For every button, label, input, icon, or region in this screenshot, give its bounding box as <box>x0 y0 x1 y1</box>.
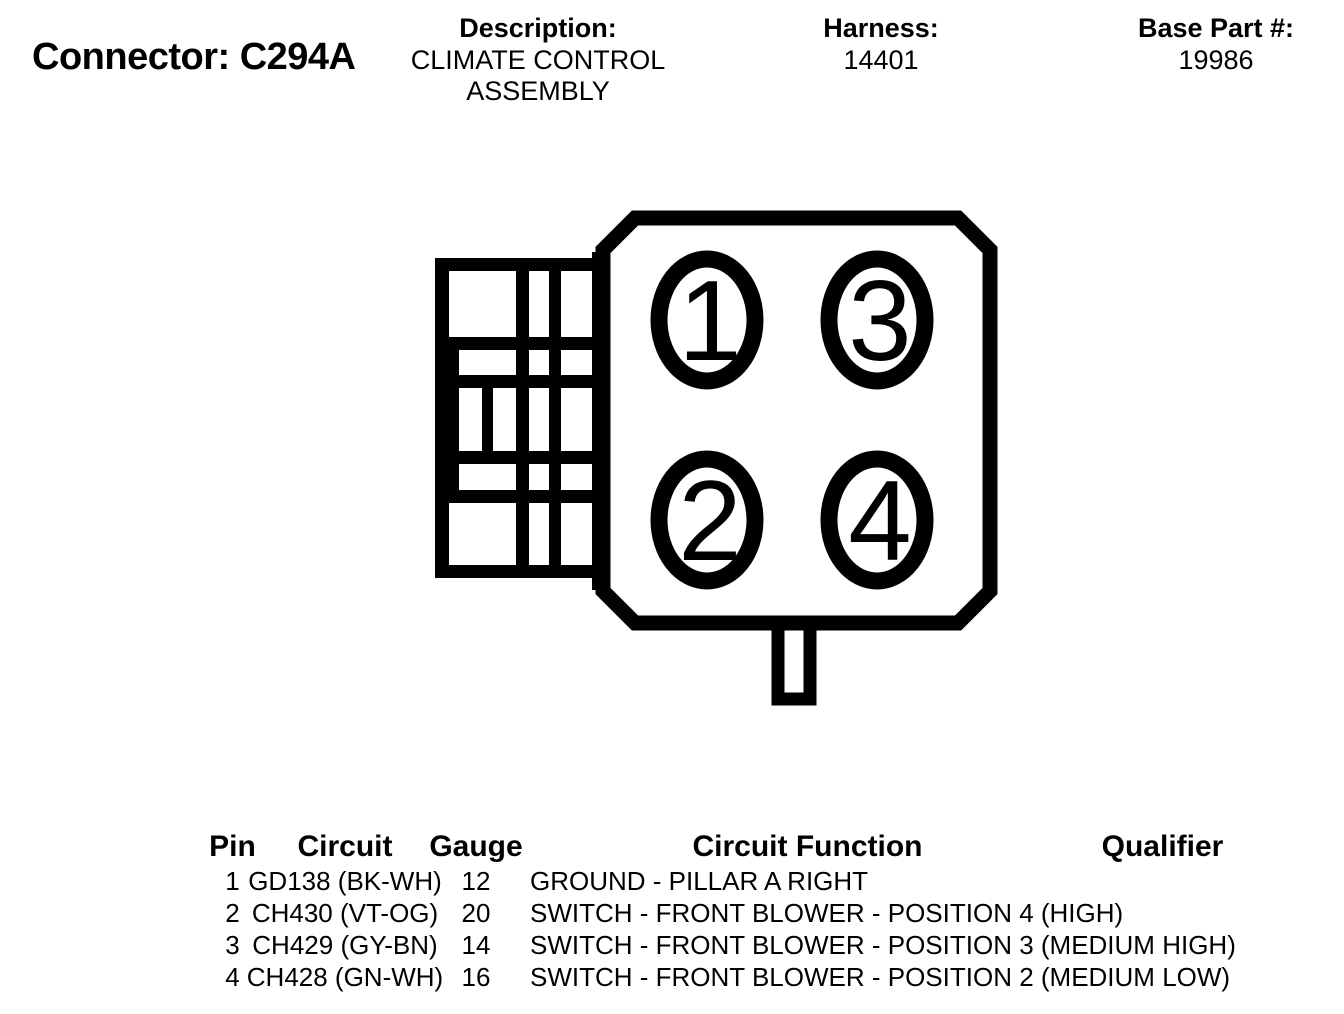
cell-function: SWITCH - FRONT BLOWER - POSITION 3 (MEDI… <box>530 930 1236 960</box>
column-header-circuit: Circuit <box>297 830 393 863</box>
table-row: 4 CH428 (GN-WH) 16 SWITCH - FRONT BLOWER… <box>0 962 1344 996</box>
pin-label-1: 1 <box>678 258 741 385</box>
cell-function: SWITCH - FRONT BLOWER - POSITION 2 (MEDI… <box>530 962 1231 992</box>
cell-gauge: 14 <box>461 930 491 960</box>
pin-label-3: 3 <box>848 258 911 385</box>
table-row: 3 CH429 (GY-BN) 14 SWITCH - FRONT BLOWER… <box>0 930 1344 964</box>
connector-body-outline <box>595 210 998 631</box>
cell-circuit: GD138 (BK-WH) <box>248 866 442 896</box>
cell-gauge: 12 <box>461 866 491 896</box>
description-label: Description: <box>459 13 617 43</box>
column-header-pin: Pin <box>209 830 256 863</box>
base-part-label: Base Part #: <box>1137 13 1295 43</box>
cell-pin: 4 <box>225 962 240 992</box>
description-value-line2: ASSEMBLY <box>466 76 610 106</box>
harness-label: Harness: <box>823 13 939 43</box>
pin-cavity-4 <box>820 450 934 590</box>
table-row: 1 GD138 (BK-WH) 12 GROUND - PILLAR A RIG… <box>0 866 1344 900</box>
pin-cavity-3 <box>820 250 934 390</box>
description-block: Description: CLIMATE CONTROL ASSEMBLY <box>388 12 688 107</box>
base-part-value: 19986 <box>1178 45 1254 75</box>
connector-latch-grid <box>435 252 605 590</box>
cell-pin: 1 <box>225 866 240 896</box>
pin-cavity-1 <box>650 250 764 390</box>
pin-cavity-2 <box>650 450 764 590</box>
cell-function: GROUND - PILLAR A RIGHT <box>530 866 869 896</box>
pin-label-2: 2 <box>678 458 741 585</box>
cell-circuit: CH429 (GY-BN) <box>252 930 438 960</box>
pin-table-header-row: Pin Circuit Gauge Circuit Function Quali… <box>0 830 1344 864</box>
base-part-block: Base Part #: 19986 <box>1091 12 1341 76</box>
table-row: 2 CH430 (VT-OG) 20 SWITCH - FRONT BLOWER… <box>0 898 1344 932</box>
connector-face-diagram: 1 3 2 4 <box>435 210 998 706</box>
pin-label-4: 4 <box>848 458 911 585</box>
cell-pin: 2 <box>225 898 240 928</box>
cell-circuit: CH428 (GN-WH) <box>246 962 444 992</box>
connector-index-tab <box>771 624 817 706</box>
column-header-gauge: Gauge <box>429 830 523 863</box>
cell-circuit: CH430 (VT-OG) <box>251 898 439 928</box>
cell-gauge: 16 <box>461 962 491 992</box>
cell-function: SWITCH - FRONT BLOWER - POSITION 4 (HIGH… <box>530 898 1124 928</box>
column-header-function: Circuit Function <box>692 830 923 863</box>
description-value-line1: CLIMATE CONTROL <box>410 45 666 75</box>
cell-gauge: 20 <box>461 898 491 928</box>
cell-pin: 3 <box>225 930 240 960</box>
column-header-qualifier: Qualifier <box>1101 830 1224 863</box>
page-title: Connector: C294A <box>32 36 356 78</box>
harness-block: Harness: 14401 <box>756 12 1006 76</box>
harness-value: 14401 <box>843 45 919 75</box>
